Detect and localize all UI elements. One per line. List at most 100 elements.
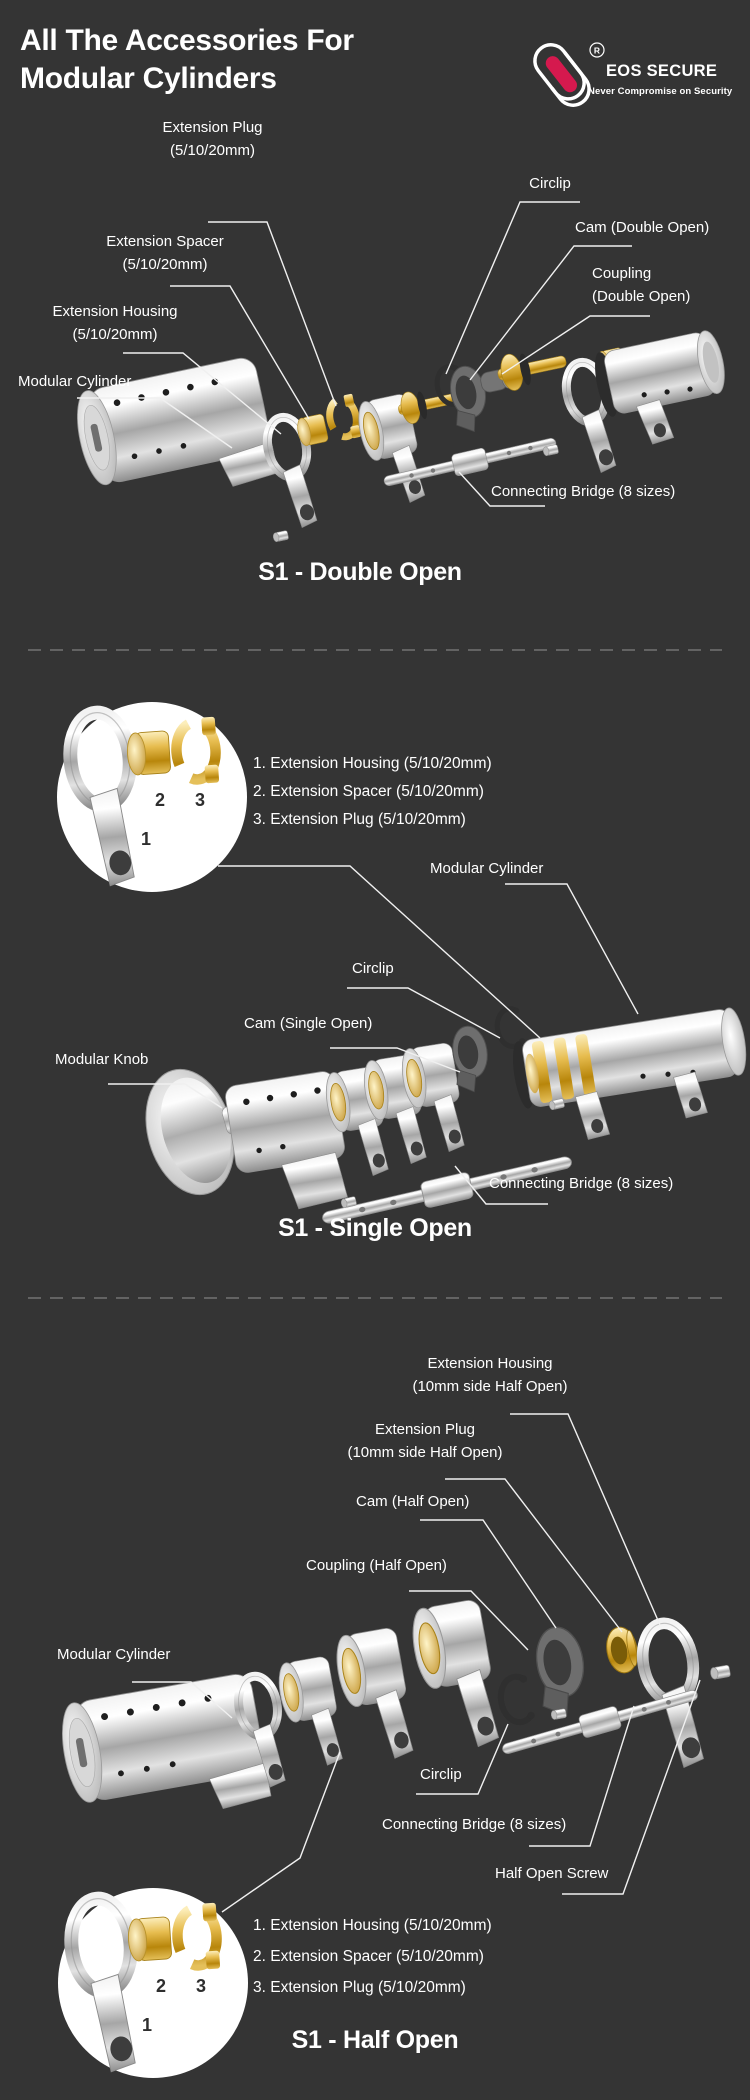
s2-inset-list: 1. Extension Housing (5/10/20mm) 2. Exte… — [253, 750, 492, 834]
label-s2-modular-cylinder: Modular Cylinder — [430, 860, 544, 877]
s3-inset-number-2: 2 — [156, 1976, 166, 1996]
label-s3-extension-housing-line2: (10mm side Half Open) — [412, 1378, 568, 1395]
caption-half-open: S1 - Half Open — [291, 2026, 459, 2054]
eos-paperclip-logo-icon: R — [533, 42, 605, 107]
brand-name: EOS SECURE — [606, 62, 718, 80]
label-s1-extension-spacer-line1: Extension Spacer — [106, 233, 224, 250]
label-s1-extension-housing: Extension Housing (5/10/20mm) — [20, 300, 210, 346]
leader-s3-extension-housing — [510, 1413, 661, 1626]
leader-s1-modular-cylinder — [77, 397, 233, 449]
s2-assembly: 2 3 1 — [57, 702, 747, 1233]
s3-inset-list-item-2: 2. Extension Spacer (5/10/20mm) — [253, 1948, 484, 1965]
label-s2-circlip: Circlip — [352, 960, 394, 977]
s1-extension-spacer-part — [295, 413, 329, 448]
label-s2-modular-knob: Modular Knob — [55, 1051, 149, 1068]
s3-module1-part — [274, 1655, 347, 1772]
leader-s1-connecting-bridge — [458, 471, 545, 507]
leader-s2-modular-knob — [108, 1083, 223, 1109]
brand-tagline: Never Compromise on Security — [588, 86, 733, 97]
label-s1-extension-spacer-line2: (5/10/20mm) — [122, 256, 208, 273]
leader-s3-circlip — [416, 1723, 509, 1795]
s2-right-cylinder-part — [512, 1007, 747, 1140]
s3-extension-plug-part — [606, 1626, 638, 1674]
label-s1-extension-housing-line1: Extension Housing — [52, 303, 178, 320]
label-s3-cam: Cam (Half Open) — [356, 1493, 470, 1510]
s2-circlip-part — [495, 1007, 526, 1049]
label-s3-extension-plug-line1: Extension Plug — [374, 1421, 476, 1438]
leader-s2-circlip — [347, 987, 501, 1039]
s3-inset-number-3: 3 — [196, 1976, 206, 1996]
s1-extension-plug-part — [326, 394, 362, 443]
label-s3-coupling: Coupling (Half Open) — [306, 1557, 447, 1574]
s2-inset-circle — [57, 702, 247, 892]
label-s3-extension-plug: Extension Plug (10mm side Half Open) — [300, 1418, 550, 1464]
label-s1-extension-plug-line2: (5/10/20mm) — [169, 142, 256, 159]
leader-s3-cam — [420, 1519, 557, 1629]
label-s1-extension-spacer: Extension Spacer (5/10/20mm) — [75, 230, 255, 276]
leader-s1-circlip — [445, 201, 580, 375]
s3-module2-part — [331, 1626, 418, 1766]
s3-module3-part — [407, 1597, 505, 1756]
caption-double-open: S1 - Double Open — [258, 558, 462, 586]
leader-s1-extension-housing — [123, 352, 282, 435]
leader-s2-modular-cylinder — [505, 883, 639, 1015]
label-s3-modular-cylinder: Modular Cylinder — [57, 1646, 171, 1663]
s2-inset-number-3: 3 — [195, 790, 205, 810]
s1-assembly — [69, 326, 738, 543]
registered-mark-letter: R — [594, 46, 600, 56]
label-s3-extension-plug-line2: (10mm side Half Open) — [347, 1444, 503, 1461]
label-s1-modular-cylinder: Modular Cylinder — [18, 373, 132, 390]
label-s3-half-open-screw: Half Open Screw — [495, 1865, 609, 1882]
s2-inset-list-item-1: 1. Extension Housing (5/10/20mm) — [253, 755, 492, 772]
s2-inset-list-item-2: 2. Extension Spacer (5/10/20mm) — [253, 783, 484, 800]
s3-inset-list-item-3: 3. Extension Plug (5/10/20mm) — [253, 1979, 466, 1996]
leader-s2-inset — [218, 865, 541, 1039]
s2-cylinder-body-part — [225, 1071, 348, 1210]
label-s1-extension-plug: Extension Plug (5/10/20mm) — [120, 116, 305, 162]
caption-single-open: S1 - Single Open — [278, 1214, 472, 1242]
label-s2-connecting-bridge: Connecting Bridge (8 sizes) — [489, 1175, 674, 1192]
s1-right-cylinder-part — [590, 326, 738, 454]
label-s2-cam: Cam (Single Open) — [244, 1015, 373, 1032]
s2-inset-number-1: 1 — [141, 829, 151, 849]
s3-assembly: 2 3 1 — [55, 1597, 732, 2078]
leader-s1-extension-plug — [208, 221, 337, 407]
leader-s3-half-open-screw — [562, 1679, 701, 1895]
label-s3-extension-housing-line1: Extension Housing — [427, 1355, 553, 1372]
page-title-line1: All The Accessories For — [20, 24, 354, 57]
registered-mark-icon — [589, 42, 605, 58]
leader-lines — [77, 201, 701, 1913]
label-s3-connecting-bridge: Connecting Bridge (8 sizes) — [382, 1816, 567, 1833]
leader-s1-coupling — [501, 315, 650, 375]
s2-inset-list-item-3: 3. Extension Plug (5/10/20mm) — [253, 811, 466, 828]
s3-cam-coupling-half-open-part — [529, 1622, 593, 1721]
leader-s2-connecting-bridge — [454, 1165, 548, 1205]
leader-s3-connecting-bridge — [529, 1705, 635, 1847]
leader-s1-extension-spacer — [170, 285, 310, 420]
label-s1-coupling-line1: Coupling — [592, 265, 652, 282]
label-s1-cam: Cam (Double Open) — [575, 219, 710, 236]
s3-half-open-screw-part — [709, 1664, 732, 1681]
s3-inset-list: 1. Extension Housing (5/10/20mm) 2. Exte… — [253, 1910, 492, 2003]
leader-s3-modular-cylinder — [132, 1681, 233, 1719]
label-s1-connecting-bridge: Connecting Bridge (8 sizes) — [491, 483, 676, 500]
leader-s3-extension-plug — [445, 1478, 623, 1633]
s3-inset-list-item-1: 1. Extension Housing (5/10/20mm) — [253, 1917, 492, 1934]
label-s3-extension-housing: Extension Housing (10mm side Half Open) — [370, 1352, 610, 1398]
page-title-line2: Modular Cylinders — [20, 62, 277, 95]
leader-s3-coupling — [409, 1590, 529, 1651]
label-s3-circlip: Circlip — [420, 1766, 462, 1783]
s3-circlip-part — [497, 1675, 535, 1725]
label-s1-coupling: Coupling (Double Open) — [592, 262, 690, 308]
label-s1-coupling-line2: (Double Open) — [592, 288, 691, 305]
s2-inset-number-2: 2 — [155, 790, 165, 810]
leader-s3-inset — [221, 1751, 341, 1913]
leader-s1-cam — [469, 245, 632, 381]
page-title: All The Accessories For Modular Cylinder… — [20, 22, 354, 98]
label-s1-extension-plug-line1: Extension Plug — [162, 119, 263, 136]
s1-screw-part — [272, 530, 290, 543]
label-s1-extension-housing-line2: (5/10/20mm) — [72, 326, 158, 343]
s3-inset-number-1: 1 — [142, 2015, 152, 2035]
